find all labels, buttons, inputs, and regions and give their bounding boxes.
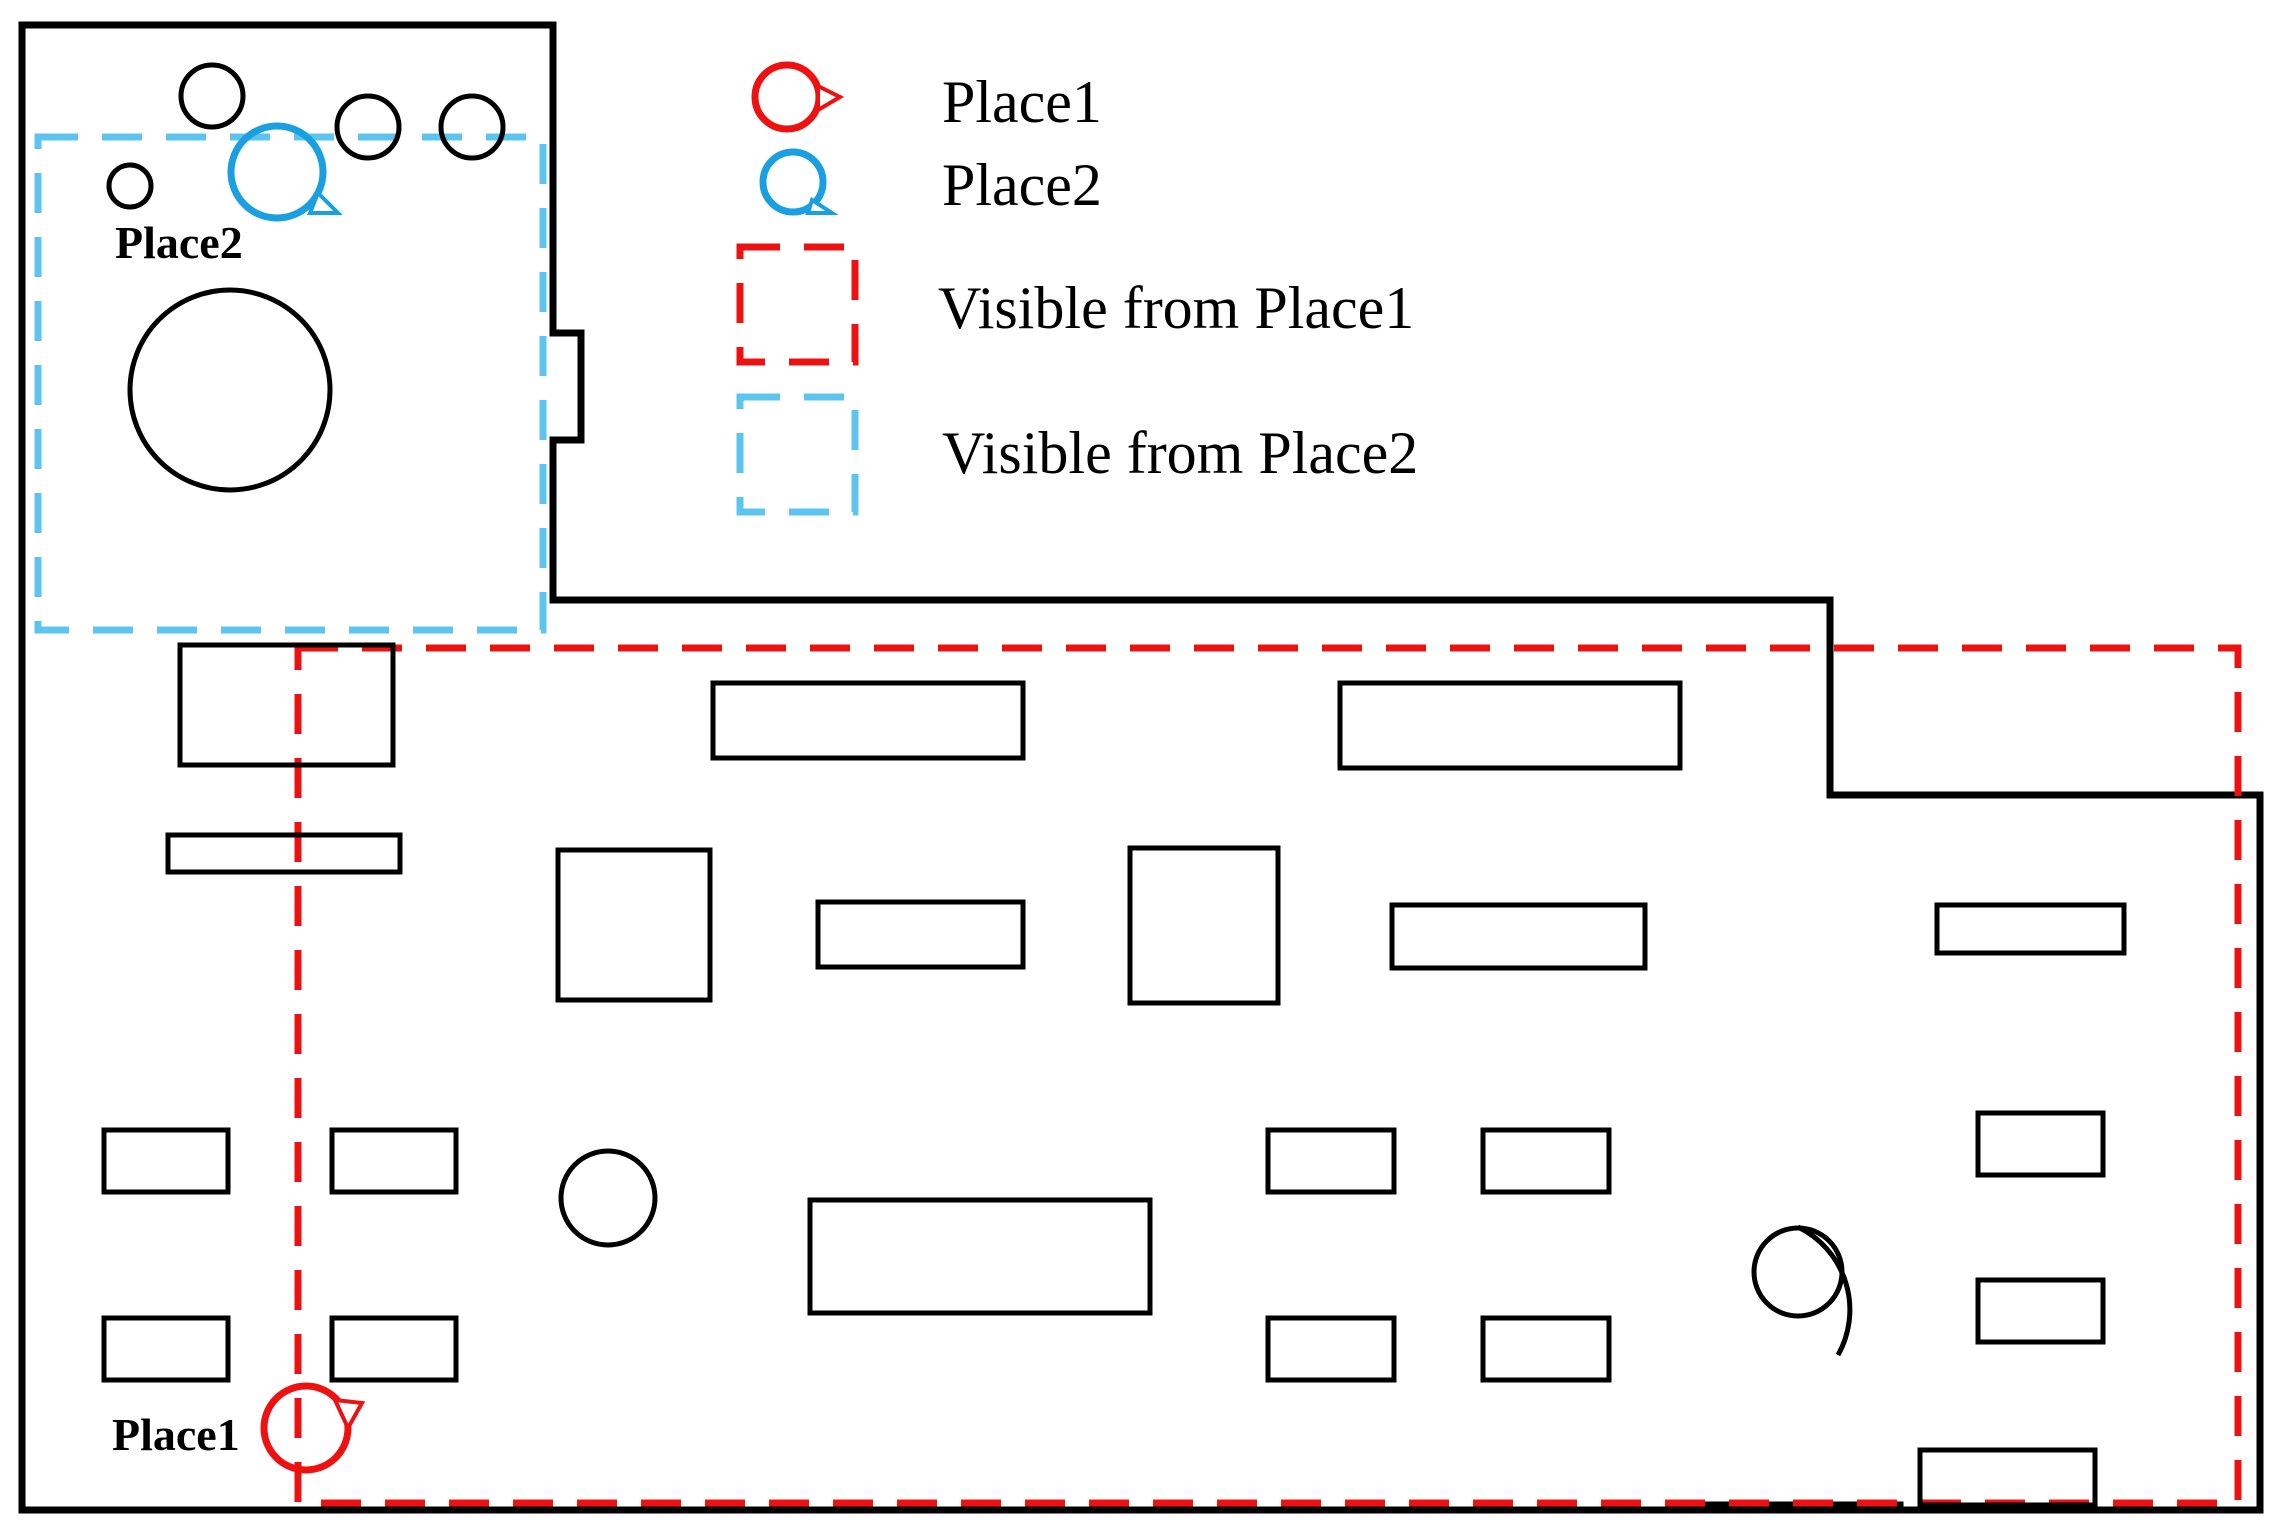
- place1-map-label: Place1: [112, 1409, 240, 1460]
- legend-place2-label: Place2: [942, 152, 1102, 218]
- desk-middle-right: [1389, 902, 1648, 971]
- legend-visible2-swatch: [736, 393, 859, 516]
- legend-visible1-label: Visible from Place1: [938, 275, 1414, 341]
- legend-visible1-swatch: [736, 243, 859, 366]
- legend: Place1 Place2 Visible from Place1 Visibl…: [736, 61, 1418, 516]
- desk-right-4: [1480, 1315, 1612, 1383]
- visible-from-place2-zone: [34, 133, 547, 634]
- table-top-middle: [710, 680, 1026, 761]
- desk-middle: [815, 899, 1026, 970]
- legend-place1-label: Place1: [942, 69, 1102, 135]
- round-stool-right: [1751, 1225, 1845, 1319]
- place1-marker: [260, 1382, 366, 1474]
- desk-left-2: [329, 1127, 459, 1195]
- round-table-small-4: [106, 162, 154, 210]
- legend-visible2-label: Visible from Place2: [942, 420, 1418, 486]
- round-table-middle: [558, 1148, 658, 1248]
- curved-partition: [1796, 1224, 1853, 1357]
- desk-bottom-right: [1917, 1447, 2098, 1508]
- cabinet-middle-right: [1127, 845, 1281, 1006]
- visible-from-place1-zone: [294, 644, 2242, 1507]
- round-table-small-1: [178, 62, 246, 130]
- place2-map-label: Place2: [115, 217, 243, 268]
- desk-left-1: [101, 1127, 231, 1195]
- round-table-large: [127, 287, 333, 493]
- desk-far-right-top: [1934, 902, 2127, 956]
- desk-right-3: [1265, 1315, 1397, 1383]
- bench-left: [165, 832, 403, 875]
- building-outline: [18, 21, 2264, 1514]
- legend-place2-icon: [759, 148, 839, 216]
- cabinet-middle-left: [555, 847, 713, 1003]
- desk-right-1: [1265, 1127, 1397, 1195]
- round-table-small-2: [334, 93, 402, 161]
- desk-left-4: [329, 1315, 459, 1383]
- desk-far-right-1: [1975, 1110, 2106, 1178]
- desk-left-3: [101, 1315, 231, 1383]
- place2-marker: [227, 122, 343, 222]
- round-table-small-3: [438, 93, 506, 161]
- large-table-bottom: [807, 1197, 1153, 1316]
- legend-place1-icon: [751, 61, 845, 133]
- table-left-top: [177, 642, 396, 768]
- desk-far-right-2: [1975, 1277, 2106, 1345]
- desk-right-2: [1480, 1127, 1612, 1195]
- table-top-right: [1337, 680, 1683, 771]
